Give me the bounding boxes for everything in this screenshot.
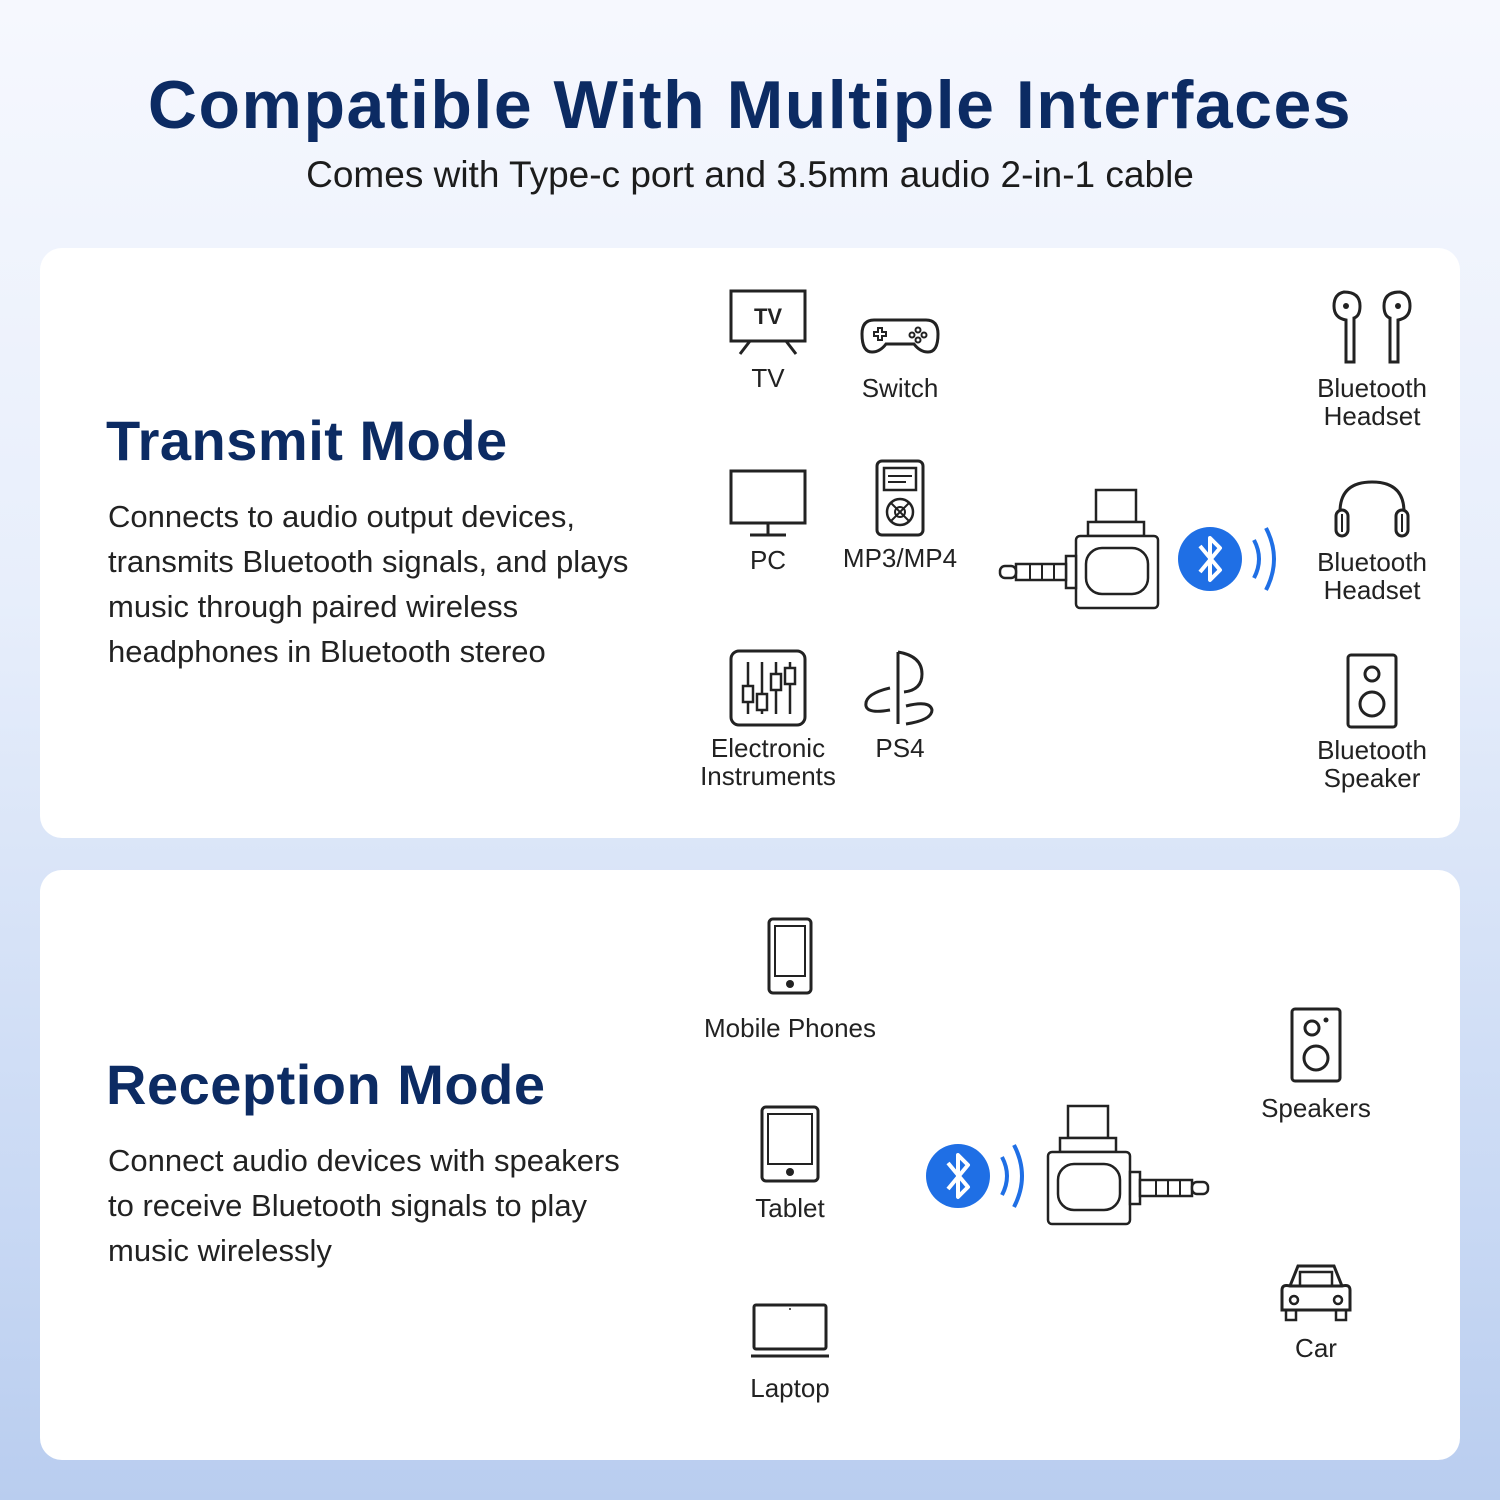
transmit-mode-description: Connects to audio output devices, transm…	[108, 499, 629, 669]
speaker-icon	[1290, 1007, 1342, 1083]
tv-icon: TV	[729, 289, 807, 355]
adapter-icon	[998, 488, 1160, 610]
bluetooth-signal-icon	[1178, 527, 1276, 591]
transmit-mode-title: Transmit Mode	[106, 409, 508, 472]
adapter-icon	[1046, 1104, 1210, 1226]
mp3-player-icon	[875, 459, 925, 537]
transmit-mode-card: Transmit Mode Connects to audio output d…	[40, 248, 1460, 838]
device-label: Electronic Instruments	[700, 733, 836, 791]
device-pc: PC	[708, 468, 828, 574]
tablet-icon	[760, 1105, 820, 1183]
device-label: TV	[751, 363, 785, 393]
phone-icon	[767, 917, 813, 995]
laptop-icon	[751, 1303, 829, 1358]
device-speakers: Speakers	[1246, 1006, 1386, 1122]
car-icon	[1280, 1264, 1352, 1322]
device-mp3-mp4: MP3/MP4	[830, 458, 970, 572]
bluetooth-signal-icon	[926, 1144, 1024, 1208]
device-switch: Switch	[840, 314, 960, 402]
device-mobile-phones: Mobile Phones	[690, 916, 890, 1042]
svg-text:TV: TV	[754, 304, 782, 329]
device-bluetooth-headset-earbuds: Bluetooth Headset	[1302, 288, 1442, 430]
device-tv: TV TV	[708, 288, 828, 392]
device-label: Tablet	[755, 1193, 825, 1223]
device-laptop: Laptop	[730, 1302, 850, 1402]
page-title: Compatible With Multiple Interfaces	[147, 67, 1353, 143]
device-label: Bluetooth Headset	[1317, 373, 1427, 431]
device-label: Mobile Phones	[704, 1013, 876, 1043]
reception-mode-title: Reception Mode	[106, 1053, 546, 1116]
page-subtitle: Comes with Type-c port and 3.5mm audio 2…	[306, 154, 1194, 195]
device-label: PC	[749, 545, 787, 575]
device-label: Speakers	[1261, 1093, 1371, 1123]
mixer-icon	[729, 649, 807, 727]
device-ps4: PS4	[840, 648, 960, 762]
device-label: Bluetooth Speaker	[1317, 735, 1427, 793]
device-label: Laptop	[750, 1373, 830, 1403]
reception-mode-description: Connect audio devices with speakers to r…	[108, 1143, 620, 1268]
device-label: PS4	[875, 733, 925, 763]
playstation-icon	[864, 650, 934, 726]
monitor-icon	[729, 469, 807, 537]
device-bluetooth-headset-headphones: Bluetooth Headset	[1302, 478, 1442, 604]
device-label: Switch	[861, 373, 939, 403]
gamepad-icon	[860, 318, 940, 354]
device-car: Car	[1256, 1260, 1376, 1362]
device-bluetooth-speaker: Bluetooth Speaker	[1302, 652, 1442, 792]
device-electronic-instruments: Electronic Instruments	[688, 648, 848, 790]
device-label: Car	[1295, 1333, 1337, 1363]
reception-mode-card: Reception Mode Connect audio devices wit…	[40, 870, 1460, 1460]
speaker-icon	[1346, 653, 1398, 729]
headphones-icon	[1334, 480, 1410, 538]
device-label: MP3/MP4	[842, 543, 958, 573]
earbuds-icon	[1332, 290, 1412, 364]
device-label: Bluetooth Headset	[1317, 547, 1427, 605]
device-tablet: Tablet	[730, 1104, 850, 1222]
